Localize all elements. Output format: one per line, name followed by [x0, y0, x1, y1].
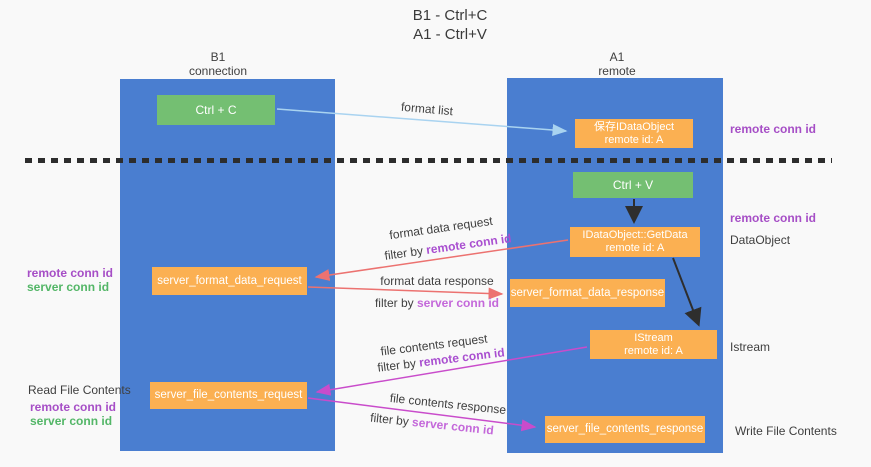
arrow-format-data-response [307, 286, 504, 300]
node-keep-idataobject: 保存IDataObject remote id: A [575, 119, 693, 148]
ctrl-c-label: Ctrl + C [195, 102, 237, 117]
server-file-contents-request-label: server_file_contents_request [154, 389, 303, 401]
getdata-line1: IDataObject::GetData [582, 229, 688, 241]
lane-header-right: A1 remote [557, 50, 677, 78]
title-line-2: A1 - Ctrl+V [413, 26, 487, 43]
title-line-1: B1 - Ctrl+C [412, 7, 488, 24]
node-ctrl-v: Ctrl + V [573, 172, 693, 198]
lane-left-subtitle: connection [188, 64, 248, 78]
label-remote-conn-id-left-2: remote conn id [30, 400, 117, 414]
ctrl-v-label: Ctrl + V [612, 177, 654, 192]
node-istream: IStream remote id: A [590, 330, 717, 359]
label-server-conn-id-left-2: server conn id [30, 414, 113, 428]
node-server-format-data-request: server_format_data_request [152, 267, 307, 295]
dashed-divider [25, 158, 832, 163]
lane-left-title: B1 [210, 50, 226, 64]
server-format-data-response-label: server_format_data_response [510, 286, 665, 299]
lane-right-title: A1 [609, 50, 625, 64]
label-remote-conn-id-top: remote conn id [730, 122, 817, 136]
server-file-contents-response-label: server_file_contents_response [546, 423, 704, 435]
node-idataobject-getdata: IDataObject::GetData remote id: A [570, 227, 700, 257]
istream-line1: IStream [634, 331, 673, 344]
label-read-file-contents: Read File Contents [28, 383, 131, 397]
lane-right-subtitle: remote [598, 64, 636, 78]
label-server-conn-id-left-1: server conn id [27, 280, 110, 294]
server-format-data-request-label: server_format_data_request [157, 274, 302, 287]
getdata-line2: remote id: A [605, 242, 665, 254]
node-server-file-contents-response: server_file_contents_response [545, 416, 705, 443]
edge-label-filter-server-1: filter by server conn id [374, 296, 500, 310]
node-ctrl-c: Ctrl + C [157, 95, 275, 125]
label-write-file-contents: Write File Contents [735, 424, 837, 438]
label-remote-conn-id-mid: remote conn id [730, 211, 817, 225]
edge-label-format-list: format list [400, 99, 454, 119]
node-server-file-contents-request: server_file_contents_request [150, 382, 307, 409]
label-dataobject: DataObject [730, 233, 791, 247]
label-remote-conn-id-left-1: remote conn id [27, 266, 114, 280]
edge-label-format-data-response: format data response [380, 274, 494, 288]
lane-header-left: B1 connection [158, 50, 278, 78]
page-title: B1 - Ctrl+C A1 - Ctrl+V [335, 6, 565, 44]
keep-idataobject-line2: remote id: A [604, 133, 664, 146]
istream-line2: remote id: A [624, 344, 683, 357]
label-istream: Istream [730, 340, 771, 354]
keep-idataobject-line1: 保存IDataObject [593, 120, 675, 133]
node-server-format-data-response: server_format_data_response [510, 279, 665, 307]
